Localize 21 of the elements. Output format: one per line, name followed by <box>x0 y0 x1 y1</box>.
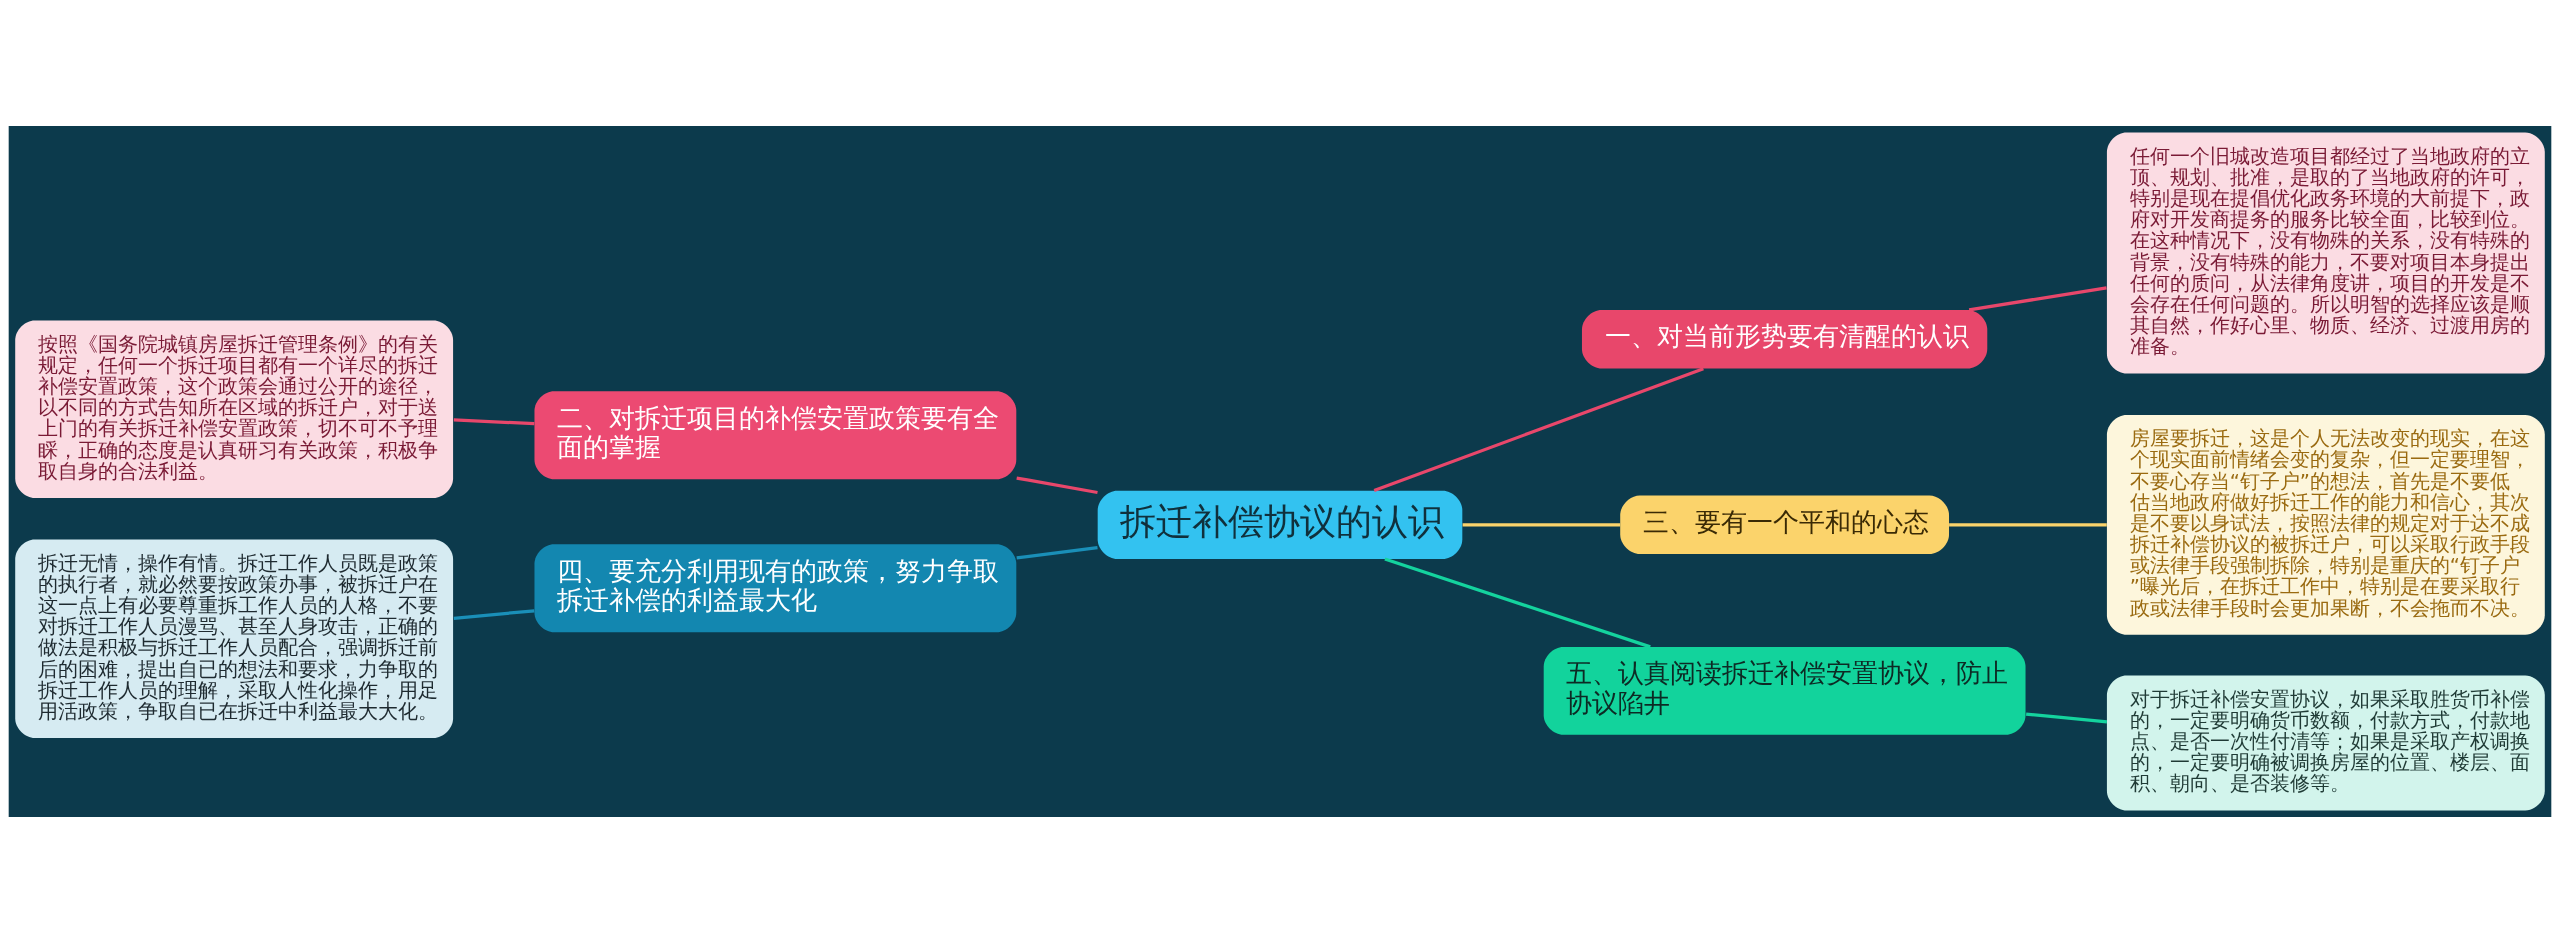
connector <box>453 609 535 620</box>
connector <box>1462 523 1621 527</box>
node-box: 一、对当前形势要有清醒的认识 <box>1581 309 1988 369</box>
node-box: 任何一个旧城改造项目都经过了当地政府的立顶、规划、批准，是取的了当地政府的许可，特别是现在提倡优化政务环境的大前提下，政府对开发商提务的服务比较全面，比较到位。在这种情况下，没有物殊的关系，没有特殊的背景，没有特殊的能力，不要对项目本身提出任何的质问，从法律角度讲，项目的开发是不会存在任何问题的。所以明智的选择应该是顺其自然，作好心里、物质、经济、过渡用房的准备。 <box>2106 132 2545 374</box>
node-box: 按照《国务院城镇房屋拆迁管理条例》的有关规定，任何一个拆迁项目都有一个详尽的拆迁补偿安置政策，这个政策会通过公开的途径，以不同的方式告知所在区域的拆迁户，对于送上门的有关拆迁补偿安置政策，切不可不予理睬，正确的态度是认真研习有关政策，积极争取自身的合法利益。 <box>15 320 454 498</box>
node-box: 对于拆迁补偿安置协议，如果采取胜货币补偿的，一定要明确货币数额，付款方式，付款地点、是否一次性付清等；如果是采取产权调换的，一定要明确被调换房屋的位置、楼层、面积、朝向、是否装修等。 <box>2106 675 2545 811</box>
node-box: 二、对拆迁项目的补偿安置政策要有全面的掌握 <box>534 391 1017 480</box>
connector <box>453 418 535 426</box>
connector <box>1968 286 2107 312</box>
connector <box>2025 712 2108 724</box>
node-box: 拆迁补偿协议的认识 <box>1097 490 1463 559</box>
connector <box>1373 367 1704 493</box>
node-box: 房屋要拆迁，这是个人无法改变的现实，在这个现实面前情绪会变的复杂，但一定要理智，不要心存当“钉子户”的想法，首先是不要低估当地政府做好拆迁工作的能力和信心，其次是不要以身试法，按照法律的规定对于达不成拆迁补偿协议的被拆迁户，可以采取行政手段或法律手段强制拆除，特别是重庆的“钉子户”曝光后，在拆迁工作中，特别是在要采取行政或法律手段时会更加果断，不会拖而不决。 <box>2106 414 2545 635</box>
node-box: 四、要充分利用现有的政策，努力争取拆迁补偿的利益最大化 <box>534 544 1017 633</box>
connector <box>1949 523 2107 527</box>
connector <box>1016 546 1098 560</box>
connector <box>1016 476 1098 495</box>
connector <box>1384 557 1651 649</box>
node-box: 拆迁无情，操作有情。拆迁工作人员既是政策的执行者，就必然要按政策办事，被拆迁户在这一点上有必要尊重拆工作人员的人格，不要对拆迁工作人员漫骂、甚至人身攻击，正确的做法是积极与拆迁工作人员配合，强调拆迁前后的困难，提出自已的想法和要求，力争取的拆迁工作人员的理解，采取人性化操作，用足用活政策，争取自已在拆迁中利益最大大化。 <box>15 539 454 739</box>
node-box: 三、要有一个平和的心态 <box>1620 495 1949 555</box>
node-box: 五、认真阅读拆迁补偿安置协议，防止协议陷井 <box>1543 646 2026 735</box>
